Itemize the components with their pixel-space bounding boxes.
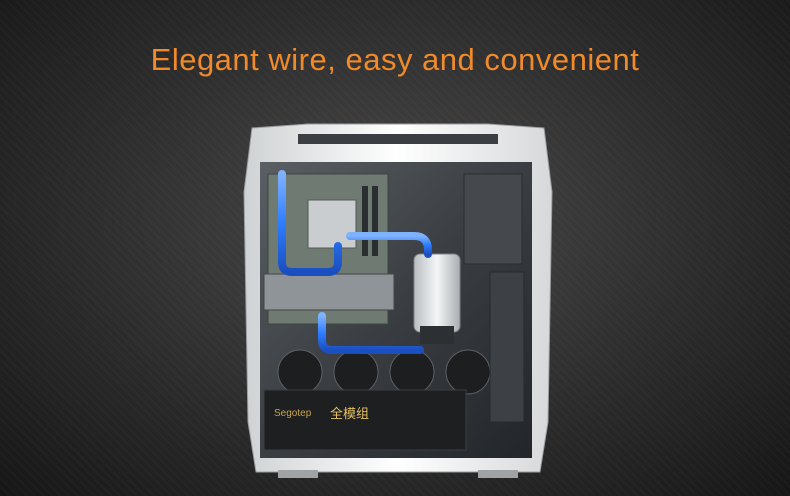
psu bbox=[263, 389, 467, 451]
case-foot bbox=[478, 470, 518, 478]
psu-brand: Segotep bbox=[274, 408, 312, 419]
side-fan-frame bbox=[489, 271, 525, 423]
drive-cage bbox=[463, 173, 523, 265]
cpu-block bbox=[307, 199, 357, 249]
fan bbox=[277, 349, 323, 395]
coolant-tube bbox=[346, 232, 432, 258]
coolant-tube bbox=[318, 312, 424, 354]
reservoir bbox=[413, 253, 461, 333]
pc-case-svg: Segotep 全模组 bbox=[243, 123, 553, 478]
ram-slot bbox=[362, 186, 368, 256]
headline: Elegant wire, easy and convenient bbox=[0, 42, 790, 78]
top-vent bbox=[298, 134, 498, 144]
psu-model: 全模组 bbox=[330, 406, 369, 422]
pc-case-illustration: Segotep 全模组 bbox=[238, 122, 558, 480]
reservoir-pump bbox=[420, 326, 454, 344]
fan bbox=[333, 349, 379, 395]
graphics-card bbox=[263, 273, 395, 311]
coolant-tube bbox=[278, 170, 342, 276]
fan bbox=[445, 349, 491, 395]
ram-slot bbox=[372, 186, 378, 256]
headline-text: Elegant wire, easy and convenient bbox=[150, 42, 640, 77]
case-foot bbox=[278, 470, 318, 478]
fan bbox=[389, 349, 435, 395]
